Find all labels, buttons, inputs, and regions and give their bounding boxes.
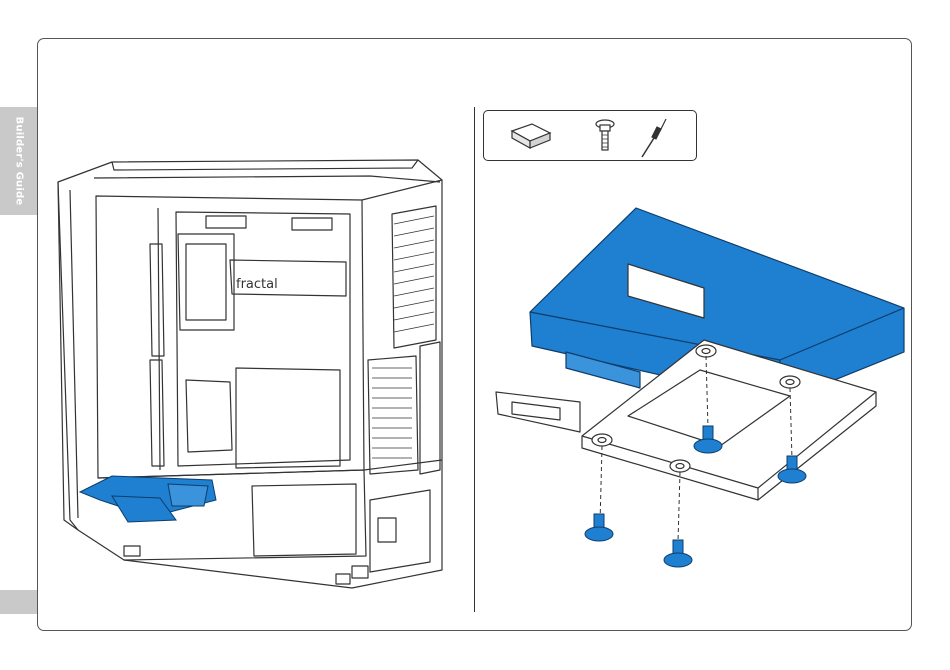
screw-1	[585, 514, 613, 541]
screw-4	[664, 540, 692, 567]
